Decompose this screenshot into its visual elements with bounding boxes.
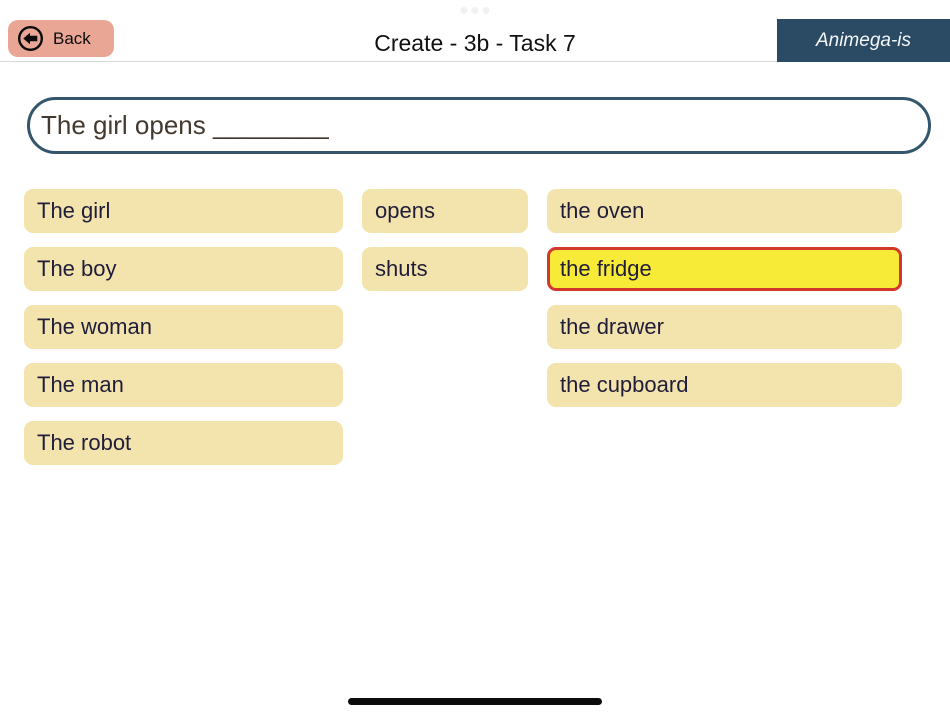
home-indicator[interactable] — [348, 698, 602, 705]
word-tile[interactable]: opens — [362, 189, 528, 233]
word-tile[interactable]: The girl — [24, 189, 343, 233]
word-tile[interactable]: The man — [24, 363, 343, 407]
brand-badge: Animega-is — [777, 19, 950, 62]
word-column-objects: the oven the fridge the drawer the cupboard — [547, 189, 902, 407]
word-tile[interactable]: the drawer — [547, 305, 902, 349]
word-tile[interactable]: The woman — [24, 305, 343, 349]
brand-badge-label: Animega-is — [815, 29, 912, 51]
sentence-text: The girl opens ________ — [41, 110, 329, 140]
word-column-verbs: opens shuts — [362, 189, 528, 291]
word-tile[interactable]: the oven — [547, 189, 902, 233]
multitask-dots-icon — [460, 7, 490, 14]
word-tile[interactable]: shuts — [362, 247, 528, 291]
page-title: Create - 3b - Task 7 — [374, 30, 576, 56]
back-arrow-icon — [17, 25, 44, 52]
word-tile[interactable]: the cupboard — [547, 363, 902, 407]
sentence-input[interactable]: The girl opens ________ — [27, 97, 931, 154]
word-tile[interactable]: The boy — [24, 247, 343, 291]
word-tile[interactable]: The robot — [24, 421, 343, 465]
back-button-label: Back — [53, 28, 91, 48]
word-tile[interactable]: the fridge — [547, 247, 902, 291]
back-button[interactable]: Back — [8, 20, 114, 57]
header-bar: Back Create - 3b - Task 7 Animega-is — [0, 0, 950, 62]
